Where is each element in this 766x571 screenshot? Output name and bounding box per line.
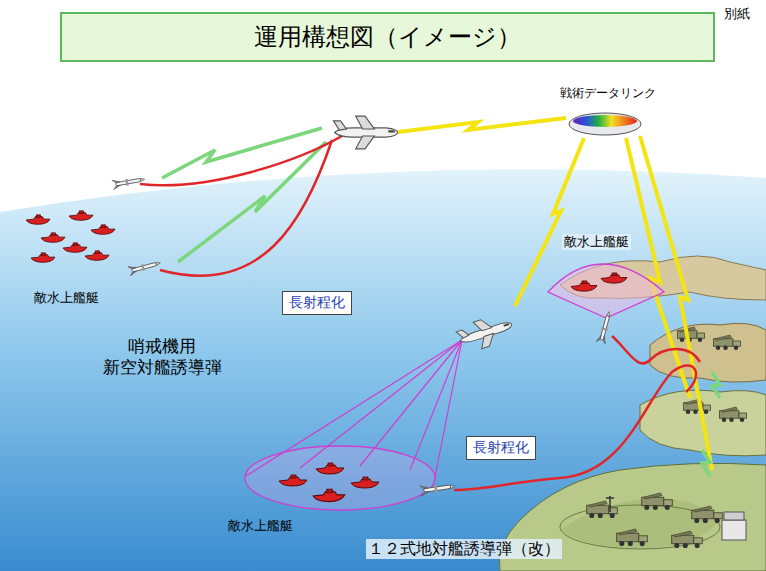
search-sector	[548, 264, 664, 318]
patrol-aircraft	[455, 311, 516, 355]
target-label: 敵水上艦艇	[228, 518, 293, 534]
range-text: 長射程化	[289, 294, 345, 312]
missiles	[112, 174, 614, 496]
trajectories	[140, 136, 700, 490]
datalink-disc	[569, 113, 641, 135]
weapon-label: １２式地対艦誘導弾（改）	[366, 539, 562, 559]
weapon-label: 哨戒機用 新空対艦誘導弾	[92, 336, 232, 379]
range-text: 長射程化	[473, 439, 529, 457]
datalink-bolts	[398, 118, 712, 470]
target-label: 敵水上艦艇	[562, 234, 631, 250]
datalink-label: 戦術データリンク	[560, 86, 656, 101]
vehicles	[587, 327, 747, 548]
range-box: 長射程化	[282, 291, 352, 315]
sea	[0, 169, 766, 571]
range-box: 長射程化	[466, 436, 536, 460]
patrol-aircraft	[334, 116, 398, 149]
land	[499, 256, 766, 571]
target-label: 敵水上艦艇	[34, 290, 99, 306]
title-text: 運用構想図（イメージ）	[254, 22, 521, 52]
title-banner: 運用構想図（イメージ）	[60, 12, 715, 62]
sheet-note: 別紙	[724, 6, 750, 22]
enemy-ships	[26, 211, 627, 502]
sensor-cone	[245, 340, 462, 510]
